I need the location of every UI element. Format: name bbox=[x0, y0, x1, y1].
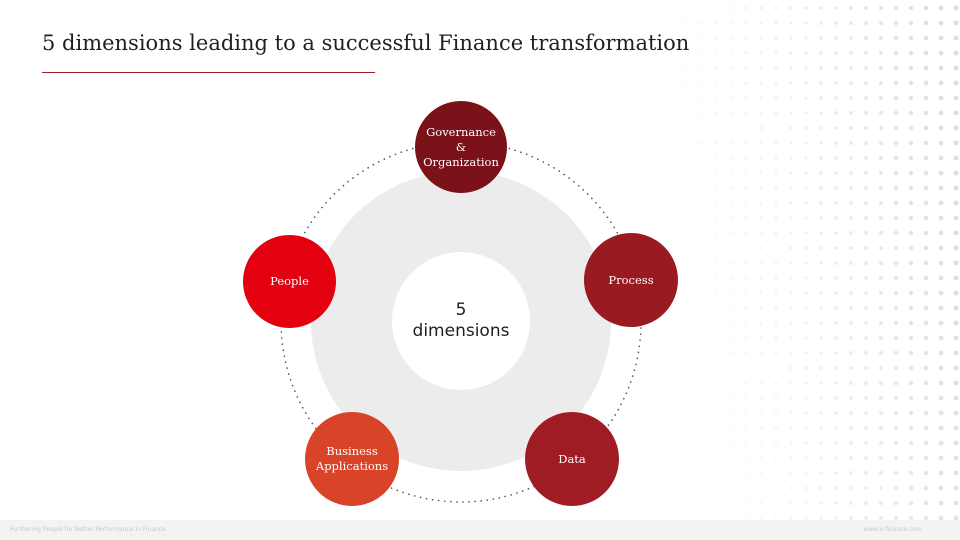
dimension-label: Business Applications bbox=[315, 444, 389, 473]
dimension-people: People bbox=[243, 235, 336, 328]
center-hub: 5 dimensions bbox=[392, 252, 530, 390]
dimension-label: Governance & Organization bbox=[423, 124, 499, 169]
dimension-label: People bbox=[270, 274, 309, 288]
footer-website: www.ir-finance.com bbox=[863, 526, 922, 533]
title-underline bbox=[42, 72, 375, 73]
dimension-label: Data bbox=[558, 451, 586, 466]
page-title: 5 dimensions leading to a successful Fin… bbox=[42, 31, 690, 55]
dimension-governance-organization: Governance & Organization bbox=[415, 101, 507, 193]
dimension-process: Process bbox=[584, 233, 678, 327]
dimension-data: Data bbox=[525, 412, 619, 506]
dimension-business-applications: Business Applications bbox=[305, 412, 399, 506]
hub-label: 5 dimensions bbox=[412, 300, 510, 341]
dimension-label: Process bbox=[608, 272, 654, 287]
footer-bar: Furthering People for Better Performance… bbox=[0, 520, 960, 540]
footer-tagline: Furthering People for Better Performance… bbox=[10, 526, 166, 533]
